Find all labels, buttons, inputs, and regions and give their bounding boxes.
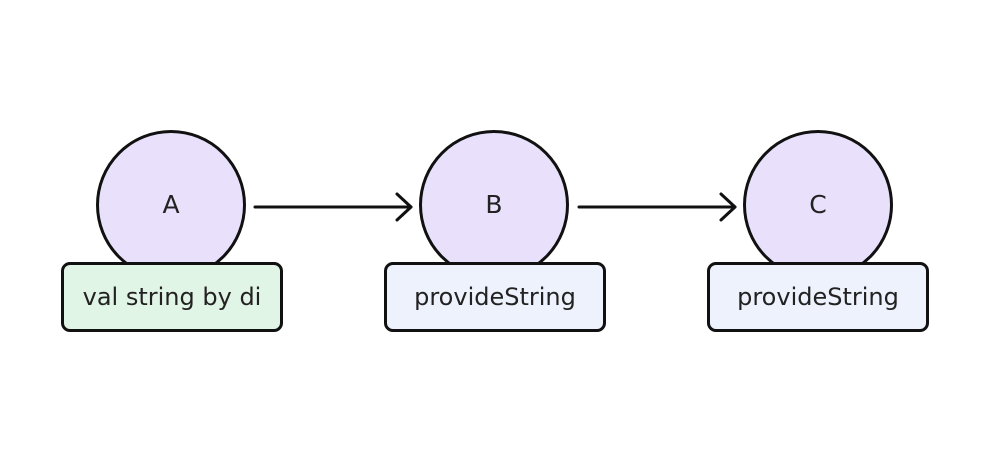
node-c-note: provideString [707, 262, 929, 332]
node-a-note-text: val string by di [82, 283, 262, 311]
node-b-note: provideString [384, 262, 606, 332]
node-a-label: A [162, 189, 180, 219]
node-c-note-text: provideString [737, 283, 899, 311]
node-c-label: C [809, 189, 827, 219]
edge-a-to-b [253, 192, 413, 222]
node-b-note-text: provideString [414, 283, 576, 311]
node-b-label: B [485, 189, 503, 219]
edge-b-to-c [577, 192, 737, 222]
node-a-circle: A [96, 130, 246, 280]
node-a-note: val string by di [61, 262, 283, 332]
node-b-circle: B [419, 130, 569, 280]
node-c-circle: C [743, 130, 893, 280]
